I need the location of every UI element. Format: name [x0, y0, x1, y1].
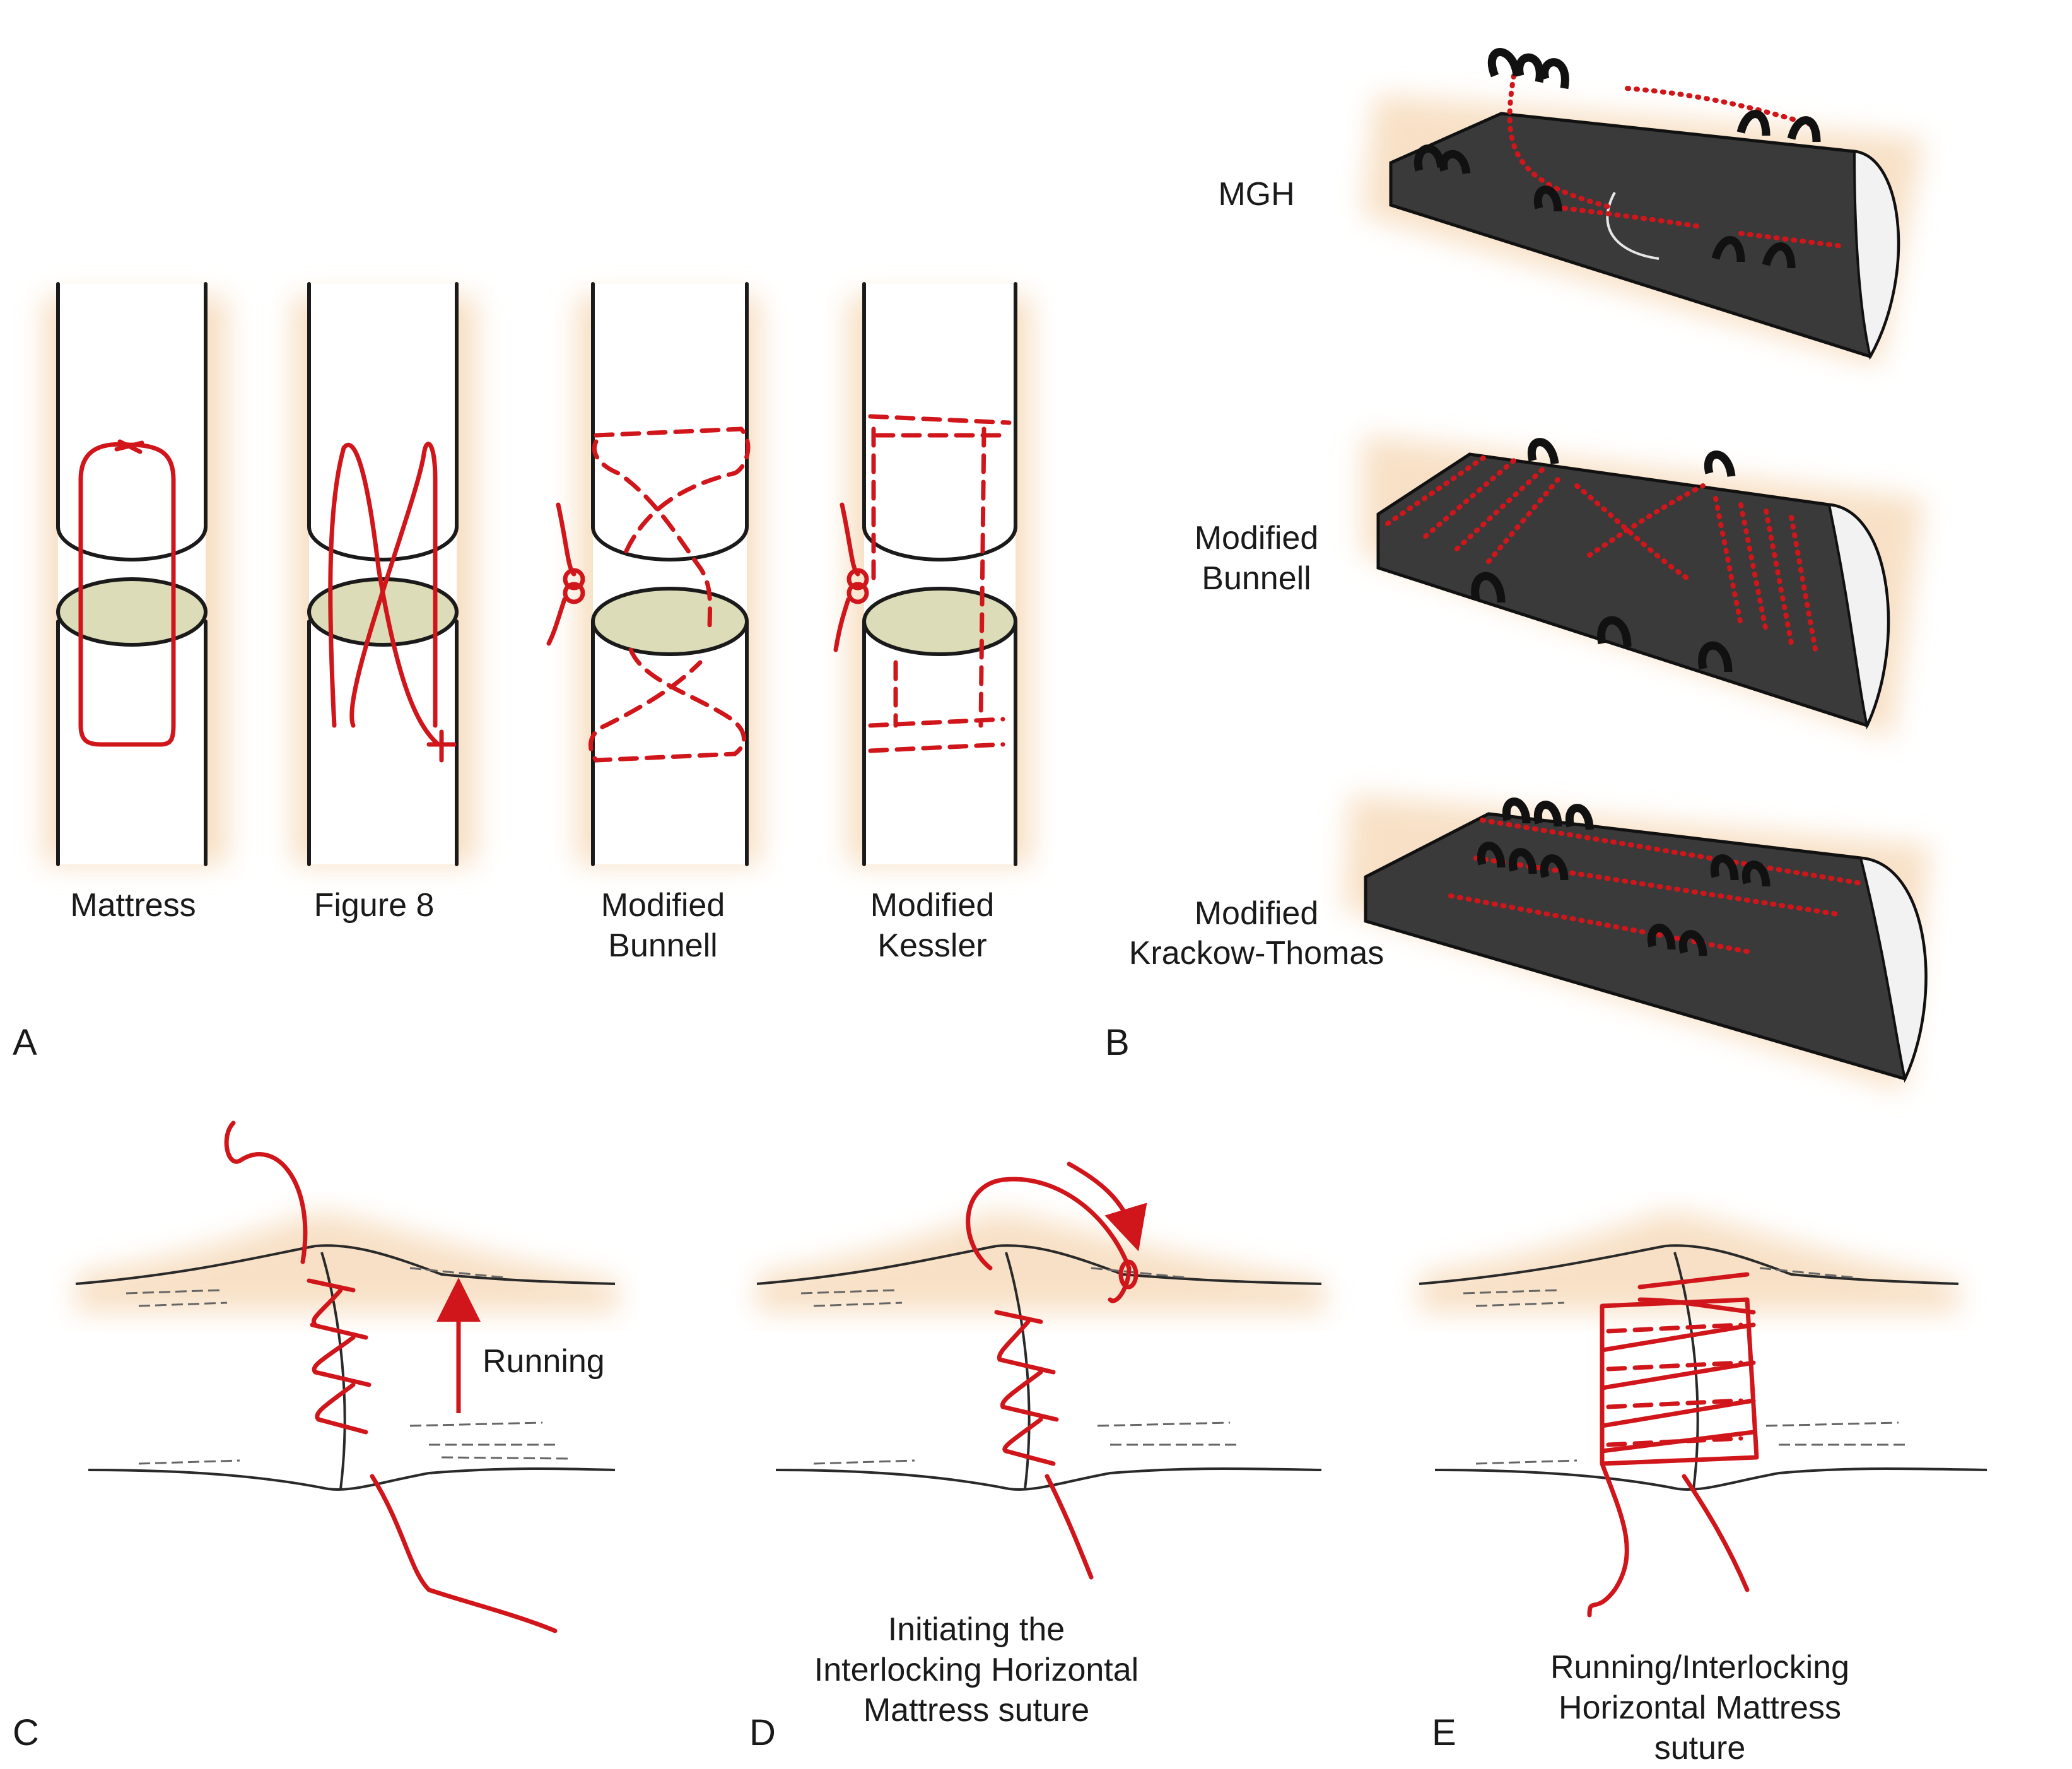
- label-mgh: MGH: [1218, 176, 1294, 213]
- label-modified-bunnell-b-2: Bunnell: [1202, 560, 1311, 597]
- panel-letter-c: C: [13, 1712, 39, 1753]
- panel-d: Initiating the Interlocking Horizontal M…: [749, 1161, 1325, 1753]
- tube-modified-krackow-thomas: Modified Krackow-Thomas: [1129, 797, 1928, 1083]
- label-figure-8: Figure 8: [314, 887, 435, 924]
- caption-d-1: Initiating the: [888, 1611, 1065, 1648]
- panel-c: Running C: [13, 1120, 618, 1753]
- panel-a-labels: Mattress Figure 8 Modified Bunnell Modif…: [70, 887, 994, 964]
- panel-letter-a: A: [13, 1022, 37, 1063]
- panel-a: Mattress Figure 8 Modified Bunnell Modif…: [13, 282, 1031, 1063]
- caption-d-3: Mattress suture: [863, 1692, 1089, 1729]
- skin-glow-c: [76, 1211, 618, 1312]
- panel-letter-e: E: [1432, 1712, 1456, 1753]
- label-modified-bunnell-1: Modified: [601, 887, 725, 924]
- label-modified-kessler-2: Kessler: [877, 927, 986, 964]
- label-modified-krackow-1: Modified: [1195, 895, 1319, 932]
- tendon-modified-kessler: [833, 282, 1017, 866]
- panel-e: Running/Interlocking Horizontal Mattress…: [1419, 1211, 1987, 1766]
- caption-e-2: Horizontal Mattress: [1559, 1690, 1841, 1726]
- tendon-mattress: [56, 282, 208, 866]
- tube-mgh: MGH: [1218, 48, 1900, 360]
- caption-d-2: Interlocking Horizontal: [814, 1652, 1138, 1688]
- label-modified-bunnell-2: Bunnell: [608, 927, 717, 964]
- label-modified-krackow-2: Krackow-Thomas: [1129, 935, 1384, 972]
- skin-glow-d: [757, 1211, 1325, 1312]
- panel-letter-d: D: [749, 1712, 776, 1753]
- caption-e-3: suture: [1654, 1730, 1746, 1766]
- label-mattress: Mattress: [70, 887, 196, 924]
- label-modified-kessler-1: Modified: [870, 887, 995, 924]
- panel-b: MGH Modified Bunnell Modified Krackow-Th…: [1105, 48, 1930, 1091]
- caption-e-1: Running/Interlocking: [1550, 1649, 1849, 1686]
- tendon-figure-8: [307, 282, 459, 866]
- label-running: Running: [483, 1343, 605, 1380]
- panel-letter-b: B: [1105, 1022, 1130, 1063]
- tendon-modified-bunnell: [546, 282, 751, 866]
- label-modified-bunnell-b-1: Modified: [1195, 520, 1319, 556]
- skin-glow-e: [1419, 1211, 1958, 1312]
- tube-modified-bunnell: Modified Bunnell: [1195, 438, 1890, 730]
